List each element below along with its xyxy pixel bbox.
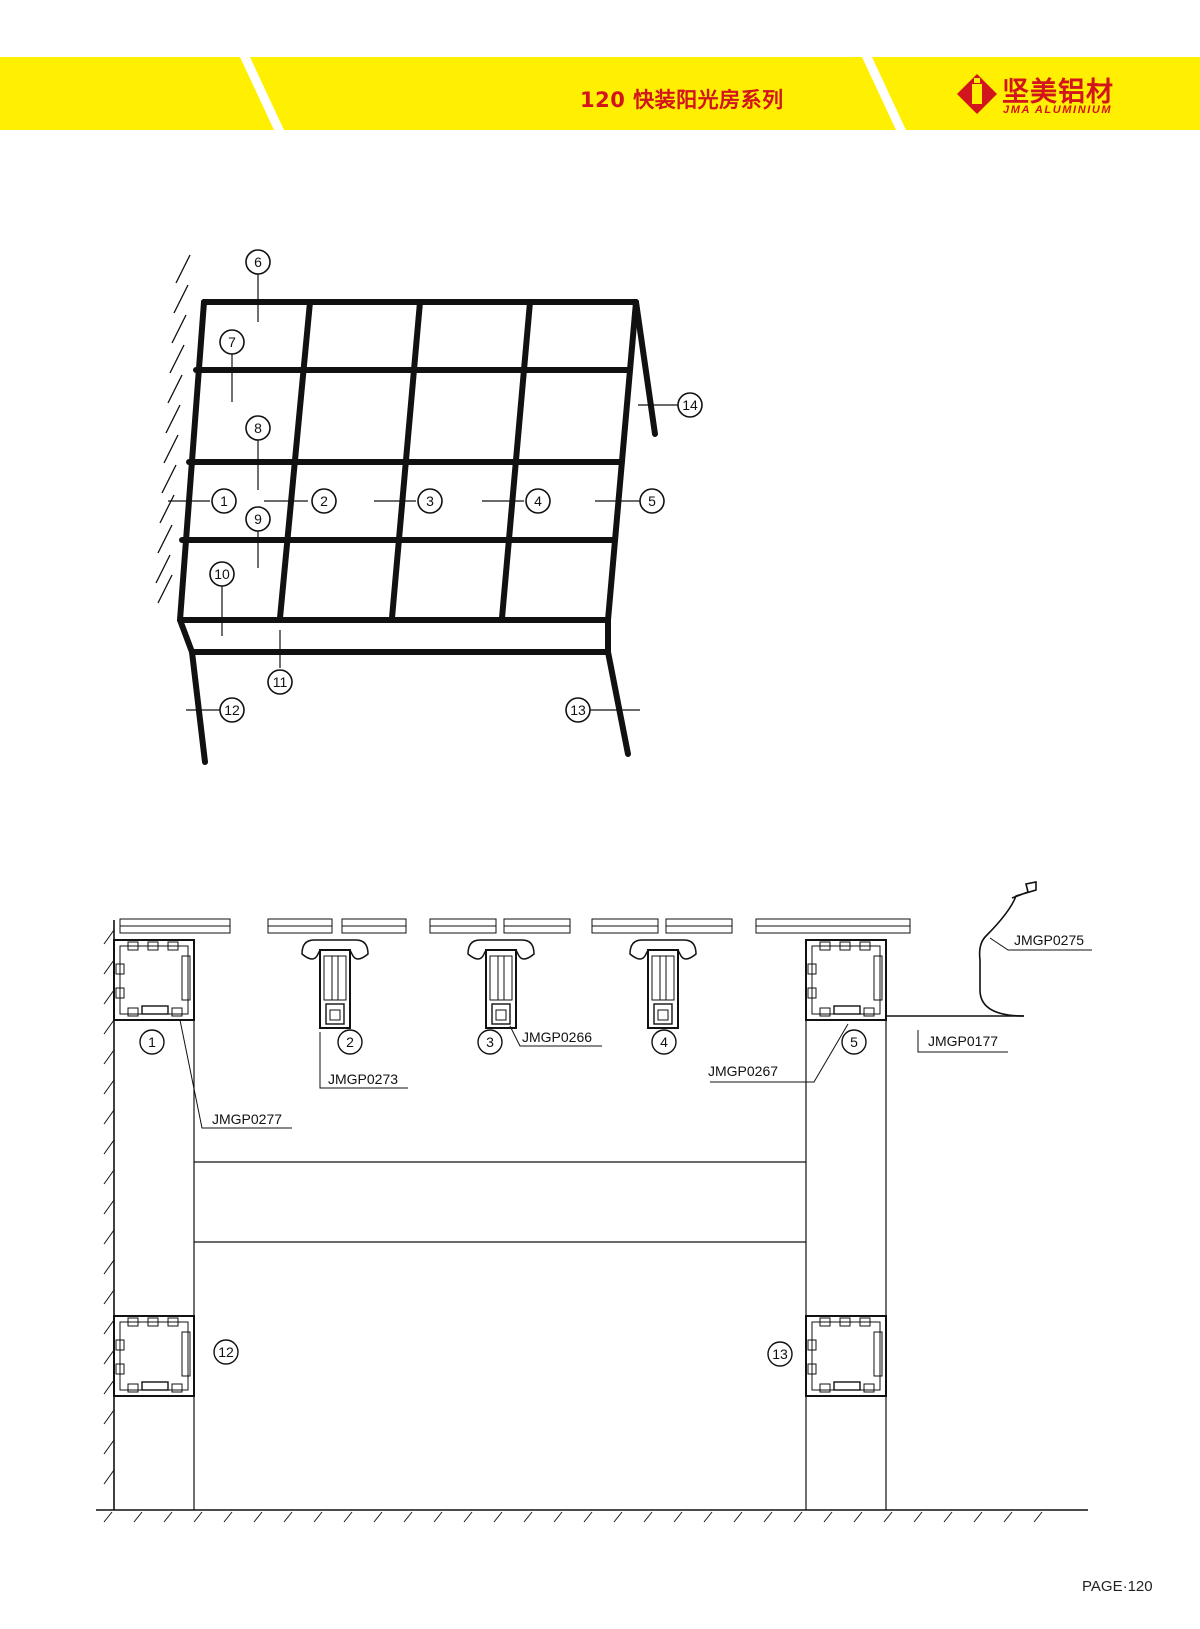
section-callout-circle-4 <box>651 1029 677 1055</box>
section-callout-2: 2 <box>346 1034 354 1050</box>
section-callout-circle-1 <box>139 1029 165 1055</box>
callout-5: 5 <box>648 493 656 509</box>
callout-circle-6 <box>245 249 271 275</box>
callout-circle-9 <box>245 506 271 532</box>
ground-hatch <box>103 1511 1043 1523</box>
callout-2: 2 <box>320 493 328 509</box>
callout-circle-14 <box>677 392 703 418</box>
callout-10: 10 <box>214 566 230 582</box>
section-callout-circle-5 <box>841 1029 867 1055</box>
part-code-1: JMGP0277 <box>212 1111 282 1127</box>
section-wall-hatch <box>103 929 115 1485</box>
callout-circle-2 <box>311 488 337 514</box>
section-callout-circle-2 <box>337 1029 363 1055</box>
callout-3: 3 <box>426 493 434 509</box>
callout-6: 6 <box>254 254 262 270</box>
callout-circle-3 <box>417 488 443 514</box>
section-callout-13: 13 <box>772 1346 788 1362</box>
section-callout-circle-12 <box>213 1339 239 1365</box>
callout-leaders <box>168 274 678 711</box>
callout-circle-7 <box>219 329 245 355</box>
roof-frame <box>177 299 658 765</box>
part-code-5: JMGP0267 <box>708 1063 778 1079</box>
part-code-gutter: JMGP0275 <box>1014 932 1084 948</box>
glazing-panels <box>119 918 911 934</box>
brand-name-en: JMA ALUMINIUM <box>1003 104 1113 116</box>
callout-circle-13 <box>565 697 591 723</box>
brand-name-cn: 坚美铝材 <box>1002 77 1114 108</box>
section-callout-4: 4 <box>660 1034 668 1050</box>
header-band <box>0 57 1200 130</box>
callout-8: 8 <box>254 420 262 436</box>
callout-14: 14 <box>682 397 698 413</box>
callout-7: 7 <box>228 334 236 350</box>
brand-logo-icon <box>957 74 997 114</box>
callout-12: 12 <box>224 702 240 718</box>
section-leaders <box>179 937 1092 1129</box>
callout-1: 1 <box>220 493 228 509</box>
section-view: 1 2 3 4 5 12 13 JMGP0277 JMGP0273 JMGP02… <box>96 881 1092 1523</box>
callout-circle-11 <box>267 669 293 695</box>
callout-circle-10 <box>209 561 235 587</box>
isometric-view: 6 7 8 9 10 11 1 2 3 4 5 14 12 13 <box>155 249 703 765</box>
section-callout-circle-13 <box>767 1341 793 1367</box>
callout-11: 11 <box>273 674 288 690</box>
callout-circle-1 <box>211 488 237 514</box>
callout-circle-8 <box>245 415 271 441</box>
part-code-2: JMGP0273 <box>328 1071 398 1087</box>
callout-circle-4 <box>525 488 551 514</box>
posts-and-beams <box>193 940 887 1510</box>
section-callout-12: 12 <box>218 1344 234 1360</box>
part-code-flashing: JMGP0177 <box>928 1033 998 1049</box>
callout-4: 4 <box>534 493 542 509</box>
section-callout-1: 1 <box>148 1034 156 1050</box>
page-title: 120 快装阳光房系列 <box>580 88 784 112</box>
callout-9: 9 <box>254 511 262 527</box>
wall-hatch <box>155 254 191 604</box>
section-callout-3: 3 <box>486 1034 494 1050</box>
part-code-3: JMGP0266 <box>522 1029 592 1045</box>
page-number: PAGE·120 <box>1082 1578 1153 1595</box>
callout-circle-12 <box>219 697 245 723</box>
section-callout-5: 5 <box>850 1034 858 1050</box>
callout-13: 13 <box>570 702 586 718</box>
section-callout-circle-3 <box>477 1029 503 1055</box>
gutter-profile <box>978 881 1037 1017</box>
yellow-band <box>0 57 1200 130</box>
callout-circle-5 <box>639 488 665 514</box>
band-slash-right <box>862 57 906 130</box>
band-slash-left <box>240 57 284 130</box>
